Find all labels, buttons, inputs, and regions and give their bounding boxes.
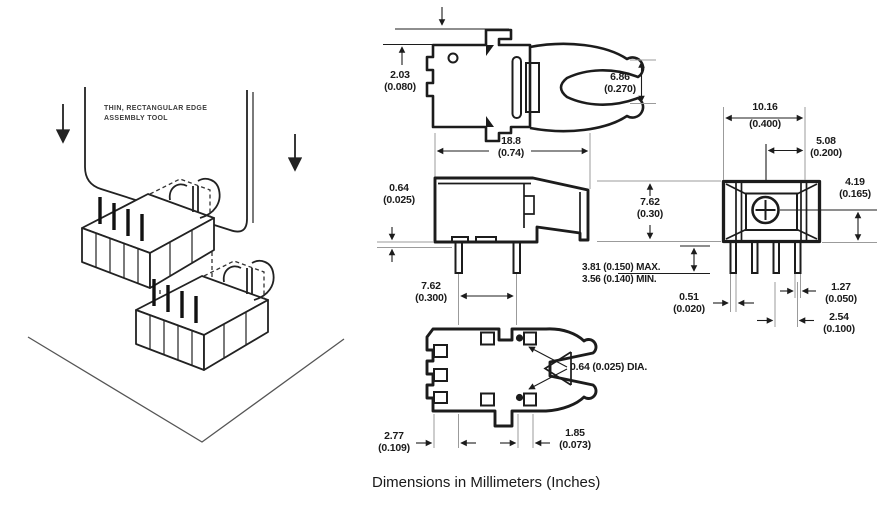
end-view-side-bars — [735, 183, 808, 240]
top-view-wedge — [486, 45, 494, 127]
bottom-view-drawing — [425, 327, 598, 428]
dim-in: (0.100) — [823, 322, 855, 335]
side-view-pin — [454, 241, 463, 274]
dim-pin-row-spacing: 7.62 (0.300) — [407, 280, 455, 304]
assembly-tool-label: THIN, RECTANGULAR EDGE ASSEMBLY TOOL — [104, 104, 207, 123]
top-view-latch — [525, 62, 540, 113]
side-view-drawing — [433, 176, 590, 274]
dim-mm: 2.77 — [384, 430, 404, 442]
top-view-hole — [447, 52, 459, 64]
dim-body-width: 10.16 (0.400) — [739, 101, 791, 130]
assembly-tool-illustration — [27, 87, 345, 443]
end-view-outline — [721, 179, 822, 244]
bottom-view-square — [523, 331, 537, 346]
bottom-view-hole — [515, 334, 524, 342]
dim-mm: 0.64 — [389, 182, 409, 194]
bottom-view-square — [480, 392, 495, 407]
dim-mm: 1.85 — [565, 427, 585, 439]
dim-pin-thickness: 0.51 (0.020) — [666, 291, 712, 315]
bottom-view-dimensions — [416, 346, 568, 448]
dim-in: (0.165) — [839, 187, 871, 200]
dim-mm: 7.62 — [421, 280, 441, 292]
dim-in: (0.020) — [673, 302, 705, 315]
units-caption: Dimensions in Millimeters (Inches) — [372, 474, 601, 491]
dim-mm: 1.27 — [831, 281, 851, 293]
assembly-tool-label-line2: ASSEMBLY TOOL — [104, 114, 168, 122]
bottom-view-notch — [433, 368, 448, 382]
side-view-dimensions — [377, 180, 721, 325]
dim-in: (0.109) — [378, 441, 410, 454]
dim-pin-length: 3.81 (0.150) MAX. 3.56 (0.140) MIN. — [582, 262, 682, 285]
dim-mm: 5.08 — [816, 135, 836, 147]
dim-in: (0.270) — [604, 82, 636, 95]
dim-edge-offset: 2.77 (0.109) — [371, 430, 417, 454]
bottom-view-notch — [433, 391, 448, 404]
bottom-view-square — [480, 331, 495, 346]
side-view-feet — [451, 236, 497, 242]
top-view-dimensions — [383, 7, 656, 189]
end-view-pin — [772, 241, 780, 274]
dim-hole-diameter: 0.64 (0.025) DIA. — [570, 361, 648, 373]
top-view-slot — [511, 56, 522, 119]
dim-pin-center-offset: 5.08 (0.200) — [803, 135, 849, 159]
end-view-screw-circle — [751, 195, 780, 225]
assembly-tool-label-line1: THIN, RECTANGULAR EDGE — [104, 105, 208, 112]
dim-in: (0.080) — [384, 80, 416, 93]
end-view-inner-frame — [745, 192, 798, 231]
dim-in: (0.300) — [415, 291, 447, 304]
dim-body-length: 18.8 (0.74) — [488, 135, 534, 159]
top-view-clip-fork — [529, 42, 645, 133]
dim-mm: 0.51 — [679, 291, 699, 303]
dim-body-height: 7.62 (0.30) — [630, 196, 670, 220]
dim-in: (0.400) — [749, 117, 781, 130]
dim-pin-pitch: 2.54 (0.100) — [816, 311, 862, 335]
dim-min: 3.56 (0.140) MIN. — [582, 273, 657, 285]
end-view-pin — [751, 241, 759, 274]
dim-mm: 2.03 — [390, 69, 410, 81]
end-view-drawing — [721, 179, 822, 274]
dim-in: (0.025) — [383, 193, 415, 206]
dim-max: 3.81 (0.150) MAX. — [582, 262, 661, 273]
bottom-view-hole — [515, 393, 524, 402]
side-view-inner — [438, 182, 581, 233]
bottom-view-outline — [425, 327, 598, 428]
end-view-dimensions — [713, 107, 877, 327]
leader-line — [528, 368, 568, 390]
dim-mm: 10.16 — [752, 101, 778, 113]
dim-mm: 7.62 — [640, 196, 660, 208]
dim-center-height: 4.19 (0.165) — [831, 176, 879, 200]
end-view-pin — [794, 241, 802, 274]
side-view-outline — [433, 176, 590, 244]
dim-in: (0.30) — [636, 207, 664, 220]
dim-in: (0.073) — [559, 438, 591, 451]
end-view-pin — [729, 241, 737, 274]
dim-in: (0.050) — [825, 292, 857, 305]
top-view-drawing — [425, 28, 645, 143]
dim-standoff-height: 0.64 (0.025) — [374, 182, 424, 206]
dim-top-tab-height: 2.03 (0.080) — [376, 69, 424, 93]
dim-mm: 2.54 — [829, 311, 849, 323]
dim-tab-width: 1.85 (0.073) — [552, 427, 598, 451]
dim-in: (0.200) — [810, 146, 842, 159]
leader-line — [528, 346, 568, 368]
ground-plane — [27, 336, 345, 443]
dim-mm: 18.8 — [501, 135, 521, 147]
bottom-view-notch — [433, 344, 448, 358]
connector-upper — [80, 177, 222, 290]
dim-mm: 4.19 — [845, 176, 865, 188]
dim-pin-edge-gap: 1.27 (0.050) — [818, 281, 864, 305]
bottom-view-throat-detail — [543, 351, 572, 386]
dim-clip-opening: 6.86 (0.270) — [597, 71, 643, 95]
dim-mm: 6.86 — [610, 71, 630, 83]
end-view-screw-cross — [755, 200, 776, 220]
side-view-pin — [512, 241, 521, 274]
bottom-view-square — [523, 392, 537, 407]
top-view-outline — [425, 28, 532, 143]
dim-in: (0.74) — [497, 146, 525, 159]
